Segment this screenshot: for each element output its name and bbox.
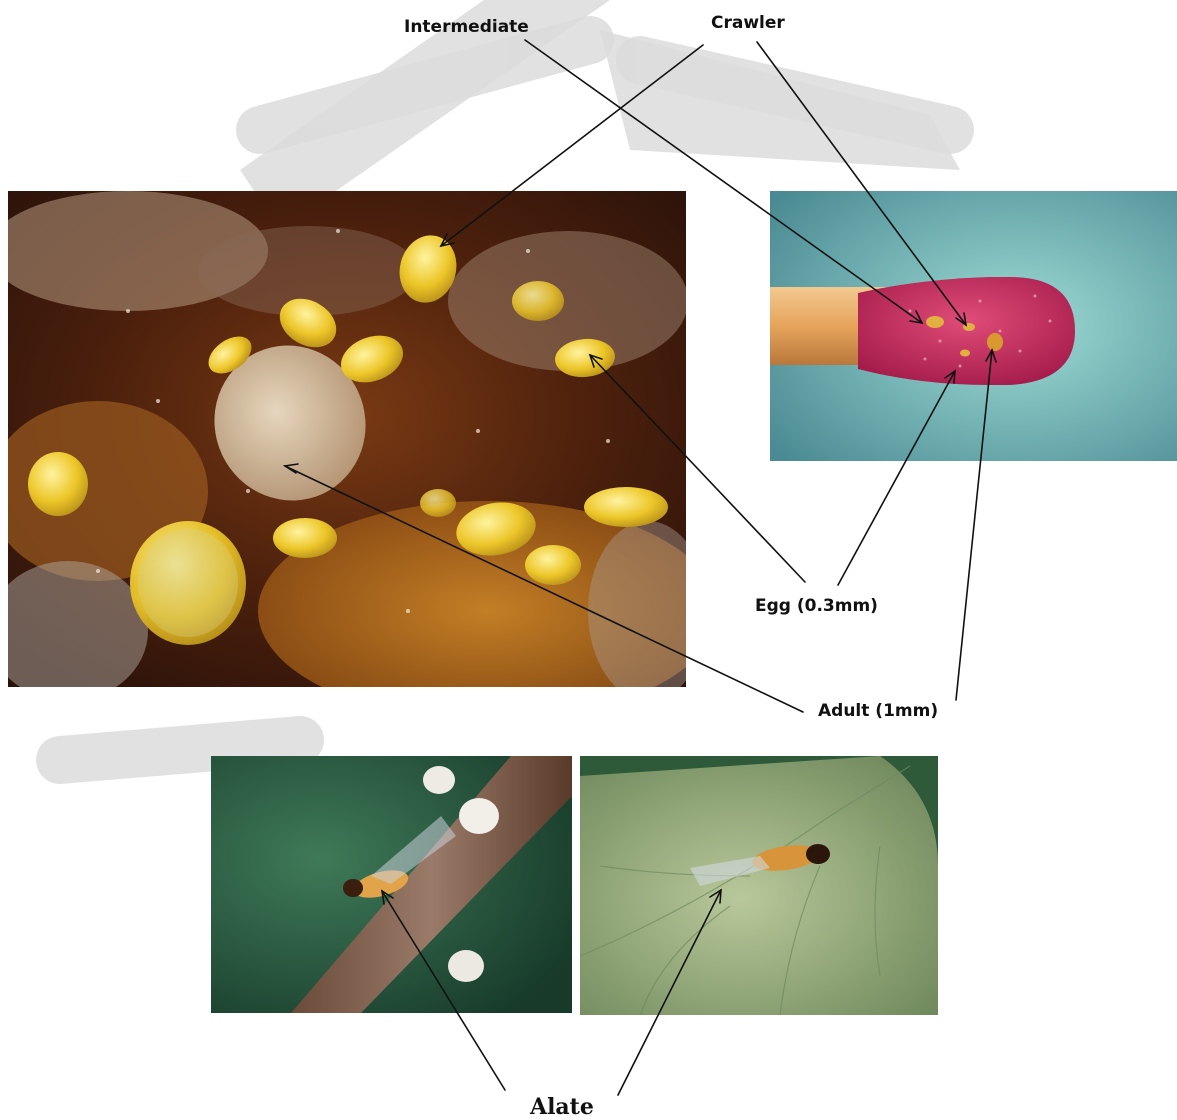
label-crawler: Crawler [711, 15, 785, 32]
photo-alate-on-leaf [580, 756, 938, 1015]
photo-match-head-scale [770, 191, 1177, 461]
photo-alate-on-stem [211, 756, 572, 1013]
label-egg: Egg (0.3mm) [755, 598, 878, 615]
photo-scale-insects-on-bark [8, 191, 686, 687]
label-adult: Adult (1mm) [818, 703, 938, 720]
label-alate: Alate [530, 1096, 594, 1118]
label-intermediate: Intermediate [404, 19, 529, 36]
